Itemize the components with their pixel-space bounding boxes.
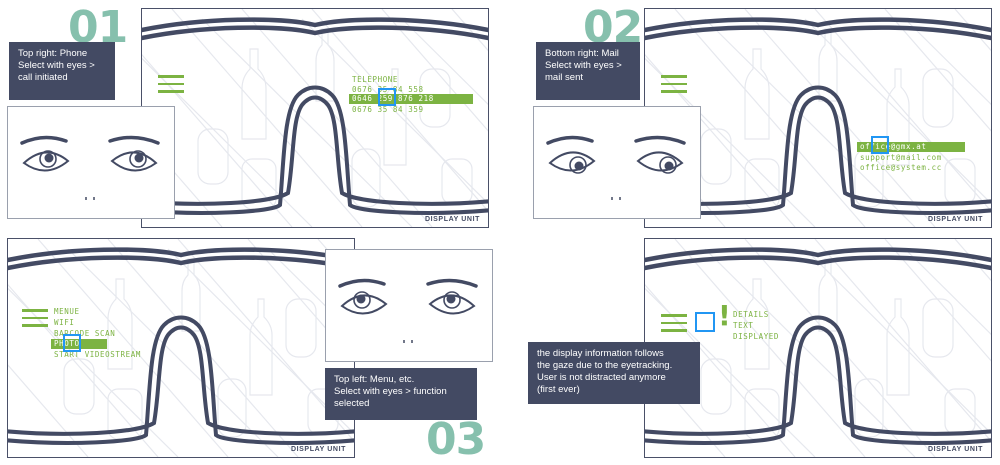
display-unit-panel-1: TELEPHONE 0676 35 84 558 0646 259 876 21… xyxy=(141,8,489,228)
glasses-frame xyxy=(142,9,488,227)
note-line: Top left: Menu, etc. xyxy=(334,374,415,385)
display-unit-label: DISPLAY UNIT xyxy=(424,216,480,223)
menu-item-wifi[interactable]: WIFI xyxy=(54,318,75,327)
menu-item-start-videostream[interactable]: START VIDEOSTREAM xyxy=(54,350,141,359)
display-unit-panel-2: office@gmx.at support@mail.com office@sy… xyxy=(644,8,992,228)
details-line-1: DETAILS xyxy=(733,310,769,319)
eyes-illustration xyxy=(546,135,686,200)
note-line: Select with eyes > xyxy=(18,60,95,71)
menu-icon xyxy=(661,75,687,93)
menu-title: TELEPHONE xyxy=(352,75,399,84)
instruction-note-1: Top right: Phone Select with eyes > call… xyxy=(9,42,115,100)
note-line: Select with eyes > function xyxy=(334,386,447,397)
mail-item-3[interactable]: office@system.cc xyxy=(860,163,942,172)
display-unit-panel-4: ! DETAILS TEXT DISPLAYED DISPLAY UNIT xyxy=(644,238,992,458)
note-line: the display information follows xyxy=(537,348,664,359)
note-line: the gaze due to the eyetracking. xyxy=(537,360,673,371)
gaze-cursor-icon xyxy=(695,312,715,332)
details-line-3: DISPLAYED xyxy=(733,332,780,341)
mail-item-1-selected[interactable]: office@gmx.at xyxy=(857,142,965,152)
note-line: Top right: Phone xyxy=(18,48,88,59)
details-line-2: TEXT xyxy=(733,321,754,330)
menu-icon xyxy=(661,314,687,332)
gaze-cursor-icon xyxy=(871,136,889,154)
step-number-3: 03 xyxy=(426,414,486,465)
note-line: mail sent xyxy=(545,72,584,83)
instruction-note-2: Bottom right: Mail Select with eyes > ma… xyxy=(536,42,640,100)
exclamation-icon: ! xyxy=(718,299,731,332)
eyes-view-3 xyxy=(325,249,493,362)
display-unit-label: DISPLAY UNIT xyxy=(927,446,983,453)
note-line: call initiated xyxy=(18,72,68,83)
note-line: Select with eyes > xyxy=(545,60,622,71)
menu-item-menue[interactable]: MENUE xyxy=(54,307,80,316)
eyes-view-1 xyxy=(7,106,175,219)
display-unit-label: DISPLAY UNIT xyxy=(290,446,346,453)
menu-icon xyxy=(158,75,184,93)
eyes-illustration xyxy=(20,135,160,200)
instruction-note-4: the display information follows the gaze… xyxy=(528,342,700,404)
display-unit-label: DISPLAY UNIT xyxy=(927,216,983,223)
menu-icon xyxy=(22,309,48,327)
note-line: selected xyxy=(334,398,370,409)
display-unit-panel-3: MENUE WIFI BARCODE SCAN PHOTO START VIDE… xyxy=(7,238,355,458)
gaze-cursor-icon xyxy=(63,334,81,352)
note-line: (first ever) xyxy=(537,384,580,395)
instruction-note-3: Top left: Menu, etc. Select with eyes > … xyxy=(325,368,477,420)
gaze-cursor-icon xyxy=(378,88,396,106)
menu-item-barcode-scan[interactable]: BARCODE SCAN xyxy=(54,329,116,338)
phone-item-3[interactable]: 0676 35 84 359 xyxy=(352,105,424,114)
eyes-view-2 xyxy=(533,106,701,219)
note-line: Bottom right: Mail xyxy=(545,48,619,59)
note-line: User is not distracted anymore xyxy=(537,372,666,383)
eyes-illustration xyxy=(338,278,478,343)
phone-item-2-selected[interactable]: 0646 259 876 218 xyxy=(349,94,473,104)
mail-item-2[interactable]: support@mail.com xyxy=(860,153,942,162)
